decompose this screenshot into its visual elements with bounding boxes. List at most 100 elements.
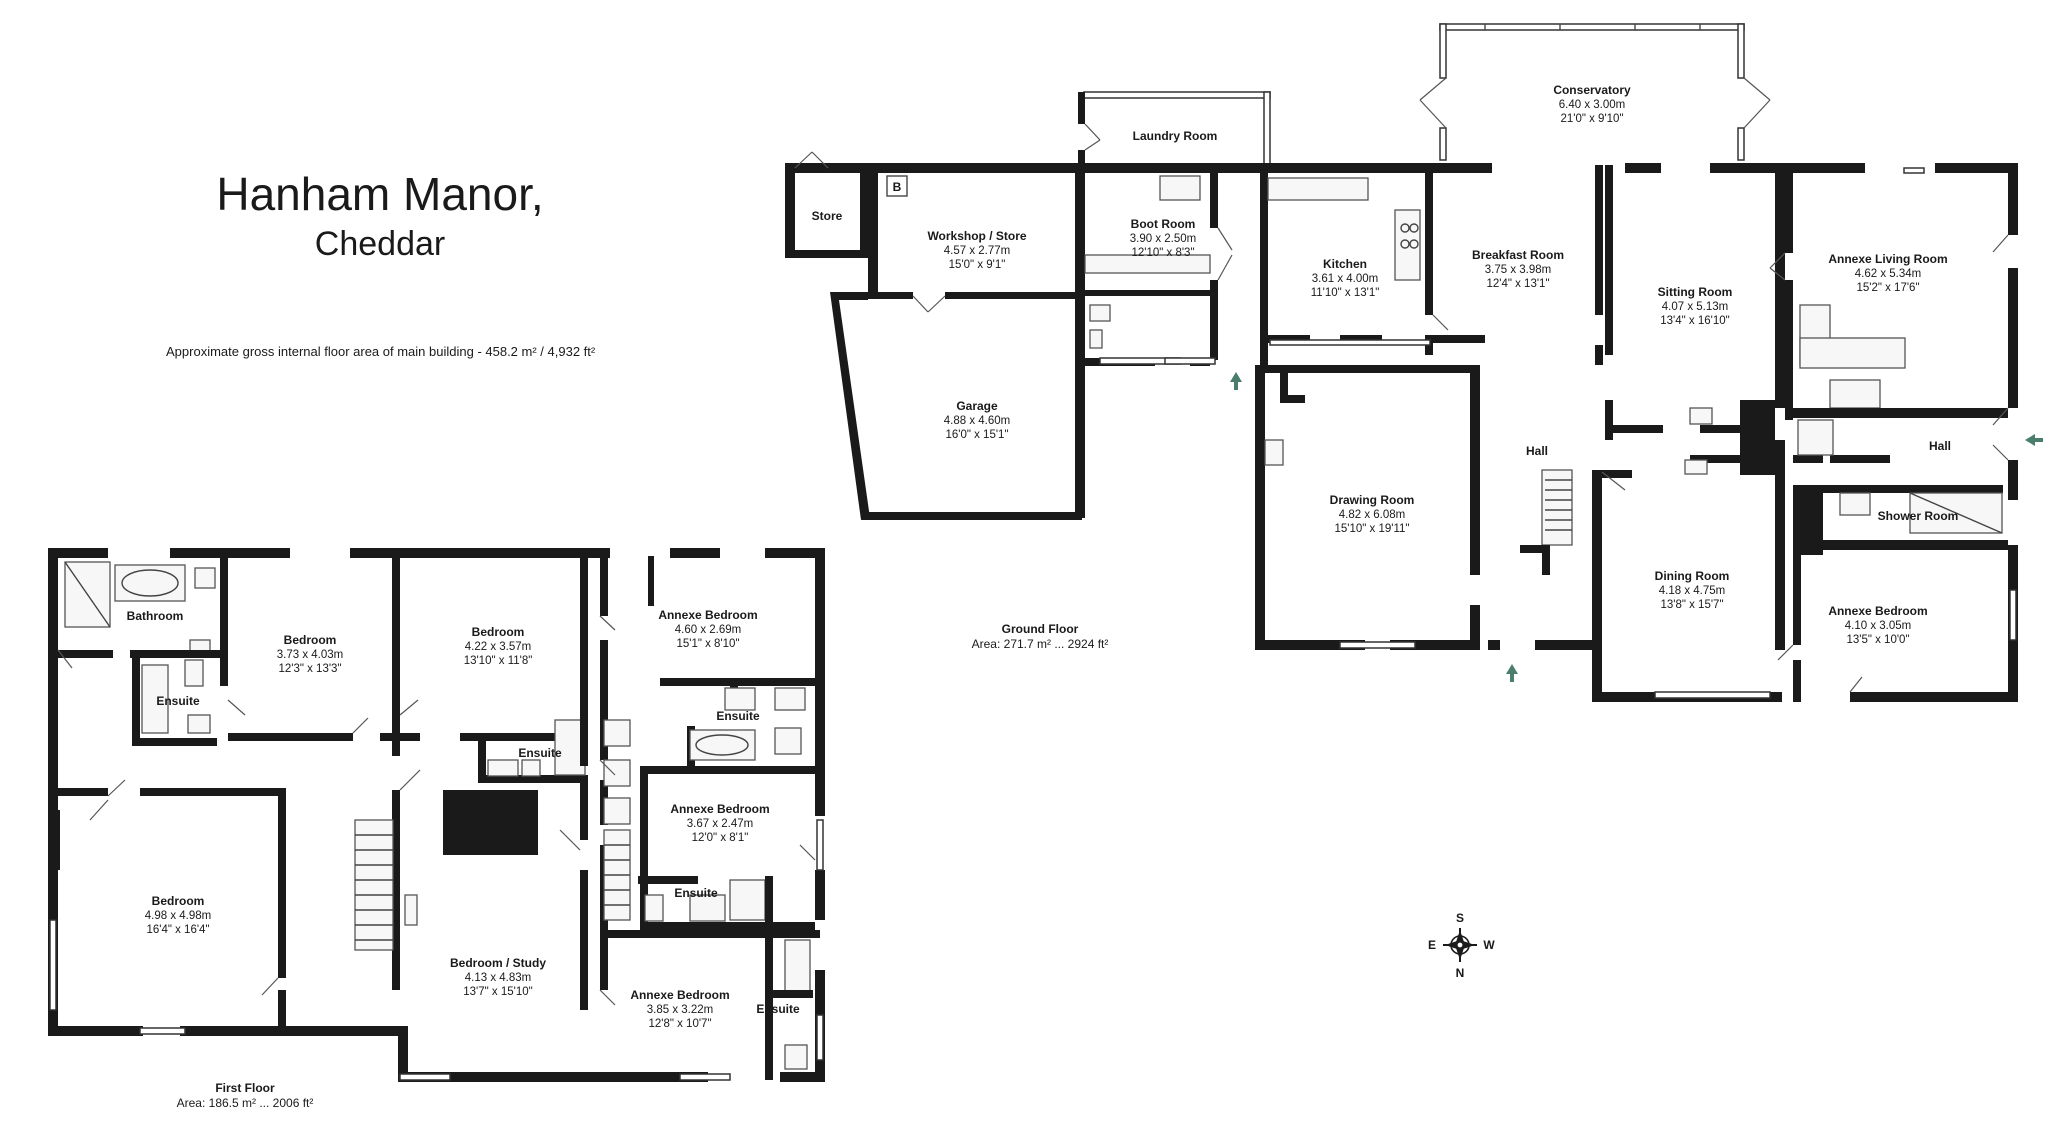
room-label-ensuite-5: Ensuite bbox=[756, 1002, 800, 1016]
ground-floor-plan: B Conservatory 6.40 x 3.00m 21'0" x 9'10… bbox=[785, 23, 2043, 702]
svg-text:Garage: Garage bbox=[956, 399, 998, 413]
svg-text:Dining Room: Dining Room bbox=[1655, 569, 1730, 583]
svg-text:Store: Store bbox=[812, 209, 843, 223]
svg-text:15'0" x 9'1": 15'0" x 9'1" bbox=[949, 259, 1006, 271]
svg-text:Bathroom: Bathroom bbox=[127, 609, 184, 623]
compass-label-e: E bbox=[1428, 938, 1436, 952]
svg-text:Drawing Room: Drawing Room bbox=[1330, 493, 1415, 507]
room-label-ensuite-2: Ensuite bbox=[518, 746, 562, 760]
service-walls bbox=[830, 163, 1268, 520]
svg-text:Boot Room: Boot Room bbox=[1131, 217, 1196, 231]
svg-text:3.67 x 2.47m: 3.67 x 2.47m bbox=[687, 818, 753, 830]
svg-text:4.07 x 5.13m: 4.07 x 5.13m bbox=[1662, 301, 1728, 313]
svg-text:Annexe Bedroom: Annexe Bedroom bbox=[658, 608, 757, 622]
room-label-store: Store bbox=[812, 209, 843, 223]
svg-text:11'10" x 13'1": 11'10" x 13'1" bbox=[1311, 287, 1380, 299]
svg-text:Ensuite: Ensuite bbox=[756, 1002, 800, 1016]
entrance-arrow-icon bbox=[1230, 372, 1242, 390]
svg-text:4.18 x 4.75m: 4.18 x 4.75m bbox=[1659, 585, 1725, 597]
svg-text:12'4" x 13'1": 12'4" x 13'1" bbox=[1486, 278, 1549, 290]
room-label-annexe-hall: Hall bbox=[1929, 439, 1951, 453]
first-floor-name: First Floor bbox=[215, 1081, 275, 1095]
sitting-dining-walls bbox=[1601, 163, 1785, 699]
svg-text:13'7" x 15'10": 13'7" x 15'10" bbox=[463, 986, 532, 998]
svg-text:Laundry Room: Laundry Room bbox=[1133, 129, 1218, 143]
first-floor-area: Area: 186.5 m² ... 2006 ft² bbox=[177, 1096, 314, 1110]
svg-text:3.61 x 4.00m: 3.61 x 4.00m bbox=[1312, 273, 1378, 285]
svg-text:Bedroom: Bedroom bbox=[472, 625, 525, 639]
svg-text:4.98 x 4.98m: 4.98 x 4.98m bbox=[145, 910, 211, 922]
room-label-laundry-room: Laundry Room bbox=[1133, 129, 1218, 143]
svg-text:Hall: Hall bbox=[1929, 439, 1951, 453]
drawing-room-walls bbox=[1255, 365, 1573, 650]
gross-area-note: Approximate gross internal floor area of… bbox=[166, 344, 596, 359]
kitchen-walls bbox=[1260, 165, 1603, 365]
laundry-room-structure bbox=[1078, 91, 1271, 170]
entrance-arrow-icon bbox=[1506, 664, 1518, 682]
first-outer-walls bbox=[48, 548, 825, 1082]
svg-text:15'1" x 8'10": 15'1" x 8'10" bbox=[676, 638, 739, 650]
svg-text:12'10" x 8'3": 12'10" x 8'3" bbox=[1131, 247, 1194, 259]
svg-text:Bedroom: Bedroom bbox=[152, 894, 205, 908]
svg-text:Shower Room: Shower Room bbox=[1878, 509, 1959, 523]
svg-text:13'5" x 10'0": 13'5" x 10'0" bbox=[1846, 634, 1909, 646]
svg-text:16'4" x 16'4": 16'4" x 16'4" bbox=[146, 924, 209, 936]
svg-text:4.62 x 5.34m: 4.62 x 5.34m bbox=[1855, 268, 1921, 280]
boiler-label: B bbox=[893, 180, 902, 194]
svg-text:Bedroom / Study: Bedroom / Study bbox=[450, 956, 546, 970]
room-label-breakfast-room: Breakfast Room 3.75 x 3.98m 12'4" x 13'1… bbox=[1472, 248, 1564, 290]
property-subtitle: Cheddar bbox=[315, 225, 445, 263]
svg-text:Annexe Bedroom: Annexe Bedroom bbox=[670, 802, 769, 816]
property-title: Hanham Manor, bbox=[216, 168, 543, 220]
first-centre-walls bbox=[399, 556, 731, 1081]
svg-text:12'3" x 13'3": 12'3" x 13'3" bbox=[278, 663, 341, 675]
conservatory-structure bbox=[1419, 23, 1771, 161]
room-label-workshop-store: Workshop / Store 4.57 x 2.77m 15'0" x 9'… bbox=[927, 229, 1026, 271]
compass-label-n: N bbox=[1456, 966, 1465, 980]
svg-text:Ensuite: Ensuite bbox=[156, 694, 200, 708]
room-label-boot-room: Boot Room 3.90 x 2.50m 12'10" x 8'3" bbox=[1130, 217, 1196, 259]
svg-text:Conservatory: Conservatory bbox=[1553, 83, 1631, 97]
room-label-bedroom-study: Bedroom / Study 4.13 x 4.83m 13'7" x 15'… bbox=[450, 956, 546, 998]
svg-text:Kitchen: Kitchen bbox=[1323, 257, 1367, 271]
room-label-conservatory: Conservatory 6.40 x 3.00m 21'0" x 9'10" bbox=[1553, 83, 1631, 125]
svg-text:Bedroom: Bedroom bbox=[284, 633, 337, 647]
room-label-sitting-room: Sitting Room 4.07 x 5.13m 13'4" x 16'10" bbox=[1658, 285, 1733, 327]
entrance-arrow-icon bbox=[2025, 434, 2043, 446]
compass-label-w: W bbox=[1483, 938, 1495, 952]
svg-text:Annexe Bedroom: Annexe Bedroom bbox=[1828, 604, 1927, 618]
svg-text:12'8" x 10'7": 12'8" x 10'7" bbox=[648, 1018, 711, 1030]
svg-text:Annexe Living Room: Annexe Living Room bbox=[1828, 252, 1947, 266]
room-label-annexe-bedroom-3: Annexe Bedroom 3.85 x 3.22m 12'8" x 10'7… bbox=[630, 988, 729, 1030]
svg-text:13'10" x 11'8": 13'10" x 11'8" bbox=[464, 655, 533, 667]
svg-text:3.85 x 3.22m: 3.85 x 3.22m bbox=[647, 1004, 713, 1016]
svg-text:13'8" x 15'7": 13'8" x 15'7" bbox=[1660, 599, 1723, 611]
room-label-annexe-bedroom-2: Annexe Bedroom 3.67 x 2.47m 12'0" x 8'1" bbox=[670, 802, 769, 844]
svg-text:21'0" x 9'10": 21'0" x 9'10" bbox=[1560, 113, 1623, 125]
svg-text:4.88 x 4.60m: 4.88 x 4.60m bbox=[944, 415, 1010, 427]
svg-text:3.73 x 4.03m: 3.73 x 4.03m bbox=[277, 649, 343, 661]
svg-text:15'10" x 19'11": 15'10" x 19'11" bbox=[1334, 523, 1409, 535]
room-label-shower-room: Shower Room bbox=[1878, 509, 1959, 523]
svg-text:4.82 x 6.08m: 4.82 x 6.08m bbox=[1339, 509, 1405, 521]
svg-text:3.90 x 2.50m: 3.90 x 2.50m bbox=[1130, 233, 1196, 245]
svg-text:Ensuite: Ensuite bbox=[518, 746, 562, 760]
ground-floor-area: Area: 271.7 m² ... 2924 ft² bbox=[972, 637, 1109, 651]
svg-text:4.57 x 2.77m: 4.57 x 2.77m bbox=[944, 245, 1010, 257]
room-label-bedroom-3: Bedroom 4.98 x 4.98m 16'4" x 16'4" bbox=[145, 894, 211, 936]
room-label-bedroom-2: Bedroom 4.22 x 3.57m 13'10" x 11'8" bbox=[464, 625, 533, 667]
room-label-drawing-room: Drawing Room 4.82 x 6.08m 15'10" x 19'11… bbox=[1330, 493, 1415, 535]
store-door bbox=[794, 151, 829, 169]
annexe-walls bbox=[1769, 163, 2017, 702]
room-label-kitchen: Kitchen 3.61 x 4.00m 11'10" x 13'1" bbox=[1311, 257, 1380, 299]
room-label-bedroom-1: Bedroom 3.73 x 4.03m 12'3" x 13'3" bbox=[277, 633, 343, 675]
svg-text:Ensuite: Ensuite bbox=[674, 886, 718, 900]
compass-icon: S W E N bbox=[1428, 911, 1495, 980]
room-label-ensuite-4: Ensuite bbox=[674, 886, 718, 900]
room-label-annexe-living-room: Annexe Living Room 4.62 x 5.34m 15'2" x … bbox=[1828, 252, 1947, 294]
svg-text:6.40 x 3.00m: 6.40 x 3.00m bbox=[1559, 99, 1625, 111]
svg-text:12'0" x 8'1": 12'0" x 8'1" bbox=[692, 832, 749, 844]
ground-floor-name: Ground Floor bbox=[1002, 622, 1079, 636]
svg-text:Workshop / Store: Workshop / Store bbox=[927, 229, 1026, 243]
